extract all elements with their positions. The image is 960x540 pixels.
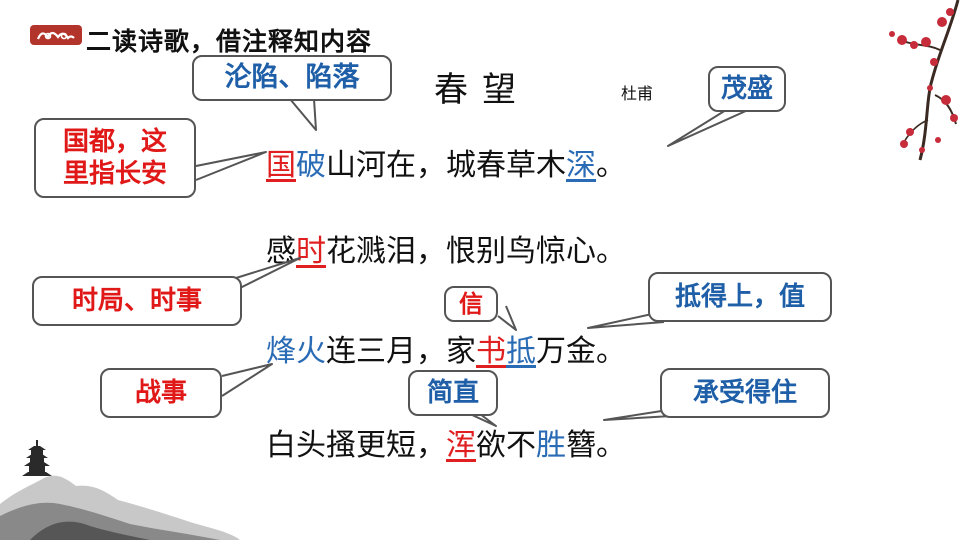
highlighted-word: 烽火 (266, 334, 326, 369)
highlighted-word: 国 (266, 148, 296, 183)
annotation-maosheng: 茂盛 (708, 66, 786, 112)
annotation-shiju: 时局、时事 (32, 276, 242, 326)
pointer-guodu (195, 151, 267, 181)
annotation-xin: 信 (444, 286, 498, 322)
poem-text: 。 (596, 148, 626, 183)
highlighted-word: 时 (296, 234, 326, 269)
poem-text: 连三月，家 (326, 334, 476, 369)
ink-mountain-pagoda-icon (0, 440, 240, 540)
pointer-dide (587, 313, 665, 329)
poem-text: 山河在，城春草木 (326, 148, 566, 183)
poem-text: 簪。 (566, 428, 626, 463)
annotation-zhanshi: 战事 (100, 368, 222, 418)
highlighted-word: 浑 (446, 428, 476, 463)
pointer-jianzhi (469, 413, 497, 427)
annotation-chengshou: 承受得住 (660, 368, 830, 418)
highlighted-word: 破 (296, 148, 326, 183)
annotation-guodu: 国都，这 里指长安 (34, 118, 196, 198)
plum-blossom-icon (889, 0, 960, 161)
section-title: 二读诗歌，借注释知内容 (86, 27, 373, 56)
pointer-maosheng (667, 109, 749, 147)
highlighted-word: 深 (566, 148, 596, 183)
highlighted-word: 抵 (506, 334, 536, 369)
highlighted-word: 胜 (536, 428, 566, 463)
cloud-logo-icon (30, 25, 82, 45)
pointer-xin (497, 305, 517, 331)
pointer-zhanshi (221, 363, 273, 397)
poem-line-1: 国破山河在，城春草木深。 (266, 140, 626, 184)
poem-text: 花溅泪，恨别鸟惊心。 (326, 234, 626, 269)
annotation-guodu-line-1: 国都，这 (62, 126, 167, 157)
pointer-lunxian (289, 98, 317, 131)
annotation-dide: 抵得上，值 (648, 272, 832, 322)
annotation-lunxian: 沦陷、陷落 (192, 55, 392, 101)
poem-title: 春望 (434, 70, 530, 110)
annotation-guodu-line-2: 里指长安 (62, 159, 167, 189)
pointer-chengshou (603, 409, 673, 421)
poem-line-3: 烽火连三月，家书抵万金。 (266, 326, 626, 370)
poem-text: 白头搔更短， (266, 428, 446, 463)
poem-text: 万金。 (536, 334, 626, 369)
annotation-jianzhi: 简直 (408, 370, 498, 416)
poem-author: 杜甫 (621, 84, 654, 103)
poem-line-4: 白头搔更短，浑欲不胜簪。 (266, 420, 626, 464)
poem-text: 欲不 (476, 428, 536, 463)
highlighted-word: 书 (476, 334, 506, 369)
